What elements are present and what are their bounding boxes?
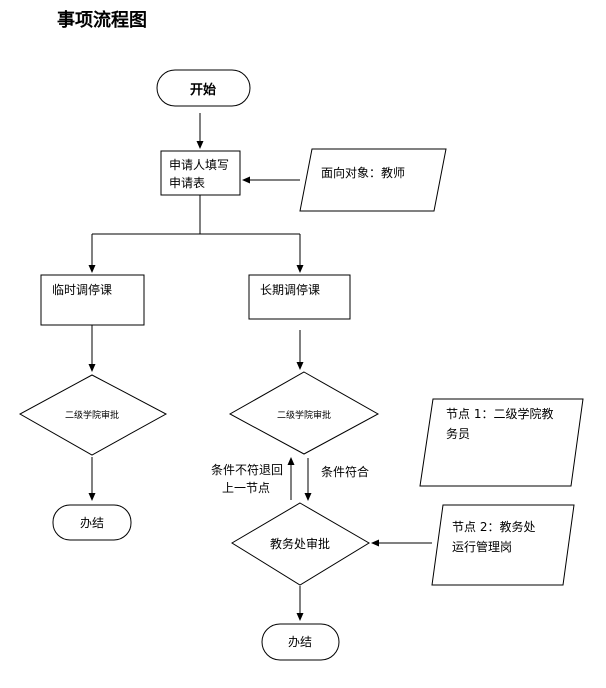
node1-label-line2: 务员	[446, 426, 470, 441]
node2-label-line1: 节点 2：教务处	[452, 519, 535, 534]
college-review-left-label: 二级学院审批	[65, 409, 119, 421]
long-course-label: 长期调停课	[260, 282, 320, 297]
end-bottom-node: 办结	[261, 623, 340, 661]
college-review-right-label: 二级学院审批	[277, 409, 331, 421]
start-label: 开始	[190, 82, 216, 98]
start-node: 开始	[156, 69, 251, 107]
target-note-node: 面向对象：教师	[299, 148, 447, 212]
academic-review-node: 教务处审批	[231, 502, 370, 586]
node1-label-line1: 节点 1：二级学院教	[446, 406, 553, 421]
page-title: 事项流程图	[57, 10, 147, 31]
edge-label-not-met-line1: 条件不符退回	[211, 462, 283, 477]
edge-label-not-met-line2: 上一节点	[222, 481, 270, 495]
target-note-label: 面向对象：教师	[321, 165, 405, 180]
college-review-left-node: 二级学院审批	[18, 374, 168, 456]
apply-node: 申请人填写 申请表	[160, 150, 241, 196]
node1-note: 节点 1：二级学院教 务员	[419, 398, 584, 487]
temp-course-node: 临时调停课	[40, 274, 145, 326]
long-course-node: 长期调停课	[248, 274, 351, 320]
college-review-right-node: 二级学院审批	[228, 371, 380, 455]
node2-label-line2: 运行管理岗	[452, 539, 512, 554]
node2-note: 节点 2：教务处 运行管理岗	[431, 504, 575, 586]
apply-label-line1: 申请人填写	[169, 158, 229, 172]
end-bottom-label: 办结	[288, 634, 312, 649]
academic-review-label: 教务处审批	[270, 536, 330, 551]
temp-course-label: 临时调停课	[52, 282, 112, 297]
edge-label-met: 条件符合	[321, 464, 369, 479]
end-left-label: 办结	[80, 515, 104, 530]
apply-label-line2: 申请表	[169, 176, 205, 190]
end-left-node: 办结	[52, 504, 132, 541]
